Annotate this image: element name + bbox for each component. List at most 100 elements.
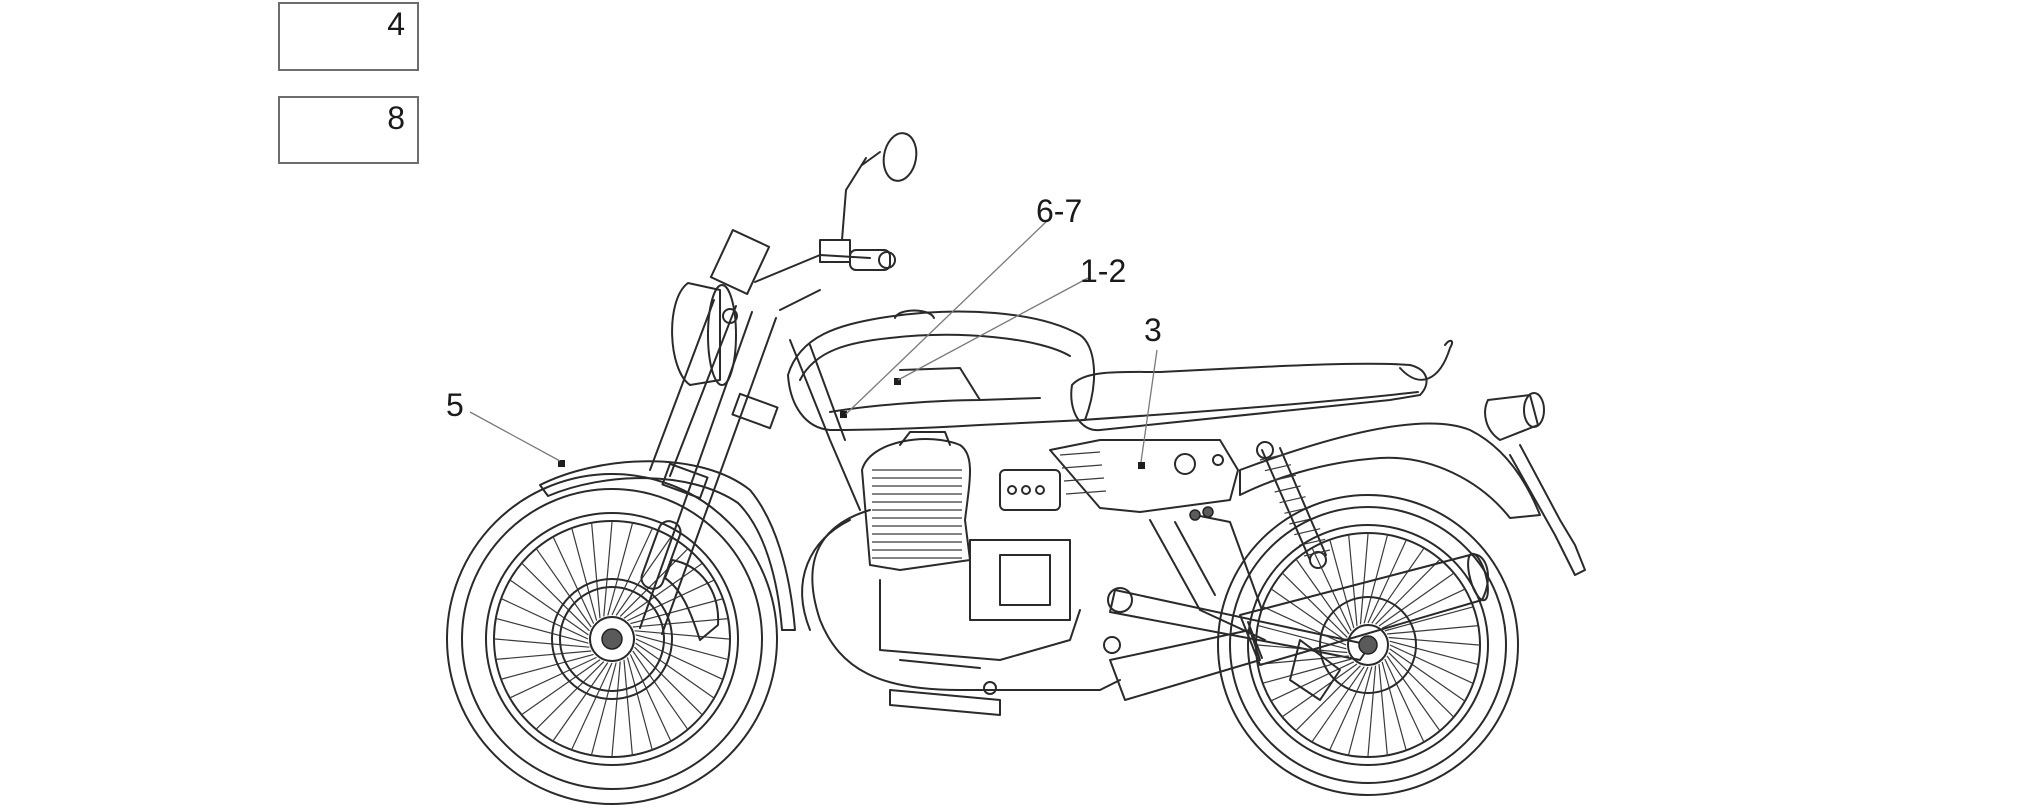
spoke xyxy=(535,661,605,730)
spoke xyxy=(1359,532,1369,625)
spoke xyxy=(495,617,589,644)
rear-fender xyxy=(1239,422,1541,519)
rear-wheel xyxy=(1217,494,1519,796)
callout-5: 5 xyxy=(446,387,464,423)
grab-rail xyxy=(1399,339,1454,381)
spoke xyxy=(521,562,590,632)
callout-1-2: 1-2 xyxy=(1080,253,1126,289)
spoke xyxy=(500,597,589,640)
side-panel xyxy=(1049,439,1239,513)
front-fender xyxy=(539,460,796,631)
spoke xyxy=(552,536,595,624)
license-plate-bracket xyxy=(1509,444,1586,576)
spoke xyxy=(1367,665,1377,758)
reference-box-label: 4 xyxy=(387,6,405,42)
spoke xyxy=(521,659,601,716)
spoke xyxy=(591,522,601,619)
shock-coil xyxy=(1279,496,1306,504)
seat xyxy=(1070,362,1428,432)
spoke xyxy=(630,598,724,625)
spoke xyxy=(1311,547,1352,632)
fuel-tank xyxy=(787,309,1096,431)
spoke xyxy=(1388,636,1481,646)
spoke xyxy=(1386,625,1479,635)
reference-box-label: 8 xyxy=(387,100,405,136)
spoke xyxy=(607,522,634,616)
spoke xyxy=(535,548,592,628)
spoke xyxy=(1281,572,1348,638)
spoke xyxy=(1347,666,1373,756)
reference-box-4: 4 xyxy=(278,2,419,71)
spoke xyxy=(1381,661,1407,751)
muffler xyxy=(1109,552,1489,701)
spoke xyxy=(1329,666,1369,751)
spoke xyxy=(634,646,703,716)
spoke xyxy=(1371,547,1425,624)
spoke xyxy=(1311,666,1365,743)
spoke xyxy=(1257,655,1350,665)
spoke xyxy=(615,536,672,616)
spoke xyxy=(1388,652,1455,718)
spoke xyxy=(1270,661,1355,702)
shock-coil xyxy=(1294,528,1321,536)
handlebar-assembly xyxy=(709,132,918,311)
callout-6-7: 6-7 xyxy=(1036,193,1082,229)
spoke xyxy=(570,662,613,751)
spoke xyxy=(623,659,633,756)
spoke xyxy=(635,634,729,661)
spoke xyxy=(590,662,617,756)
reference-box-8: 8 xyxy=(278,96,419,164)
spoke xyxy=(626,657,653,751)
spoke xyxy=(552,662,609,742)
spoke xyxy=(619,548,689,617)
spoke xyxy=(509,579,589,636)
spoke xyxy=(1389,640,1479,666)
spoke xyxy=(603,520,613,617)
spoke xyxy=(1384,658,1425,743)
spoke xyxy=(1381,588,1466,629)
spoke xyxy=(571,527,598,621)
spoke xyxy=(1295,665,1361,732)
shock-coil xyxy=(1264,464,1292,472)
spoke xyxy=(1262,658,1352,684)
spoke xyxy=(611,527,654,616)
spoke xyxy=(1384,606,1474,632)
spoke xyxy=(1389,644,1474,684)
callout-3: 3 xyxy=(1144,312,1162,348)
shock-coil xyxy=(1259,453,1287,461)
spoke xyxy=(634,630,731,640)
spoke xyxy=(495,650,592,660)
spoke xyxy=(1262,606,1347,646)
spoke xyxy=(635,642,715,699)
spoke xyxy=(1270,588,1347,642)
swingarm xyxy=(1109,589,1371,661)
spoke xyxy=(1367,539,1407,624)
spoke xyxy=(1348,534,1358,627)
headlight xyxy=(671,282,738,386)
spoke xyxy=(493,638,590,648)
spoke xyxy=(1378,572,1455,627)
frame xyxy=(789,339,1266,641)
spoke xyxy=(1295,558,1350,635)
spoke xyxy=(1378,663,1388,756)
front-wheel xyxy=(446,473,778,805)
spoke xyxy=(632,650,689,730)
shock-coil xyxy=(1269,474,1296,482)
spoke xyxy=(629,654,672,742)
engine xyxy=(861,431,1133,716)
spoke xyxy=(509,656,597,699)
spoke xyxy=(500,653,594,680)
shock-coil xyxy=(1274,485,1301,493)
leader-lines xyxy=(469,219,1158,463)
spoke xyxy=(1386,655,1441,732)
spoke xyxy=(635,638,724,681)
spoke xyxy=(1281,663,1358,718)
spoke xyxy=(1375,558,1441,625)
spoke xyxy=(1329,539,1355,629)
spoke xyxy=(1389,648,1466,702)
spoke xyxy=(627,579,715,622)
spoke xyxy=(1255,644,1348,654)
spoke xyxy=(611,661,621,758)
tail-light xyxy=(1484,392,1545,441)
